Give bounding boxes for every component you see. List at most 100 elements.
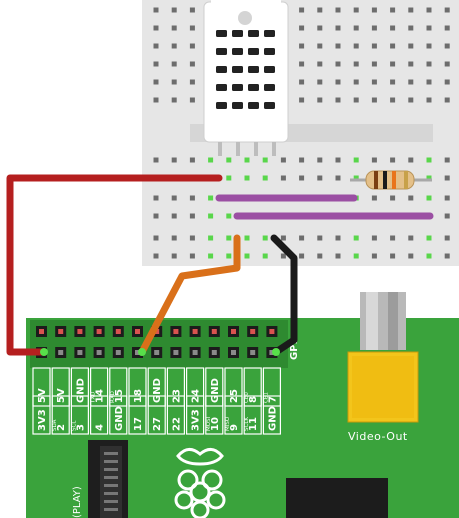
sensor-slot [264, 84, 275, 91]
breadboard-hole [189, 235, 195, 241]
pin-label: 4 [95, 424, 106, 431]
breadboard-hole [171, 43, 177, 49]
breadboard-hole [171, 79, 177, 85]
breadboard-hole [153, 213, 159, 219]
breadboard-hole [317, 157, 323, 163]
pin-label-box [205, 367, 224, 407]
breadboard-hole [299, 157, 305, 163]
sensor-slot [216, 30, 227, 37]
breadboard-hole [153, 61, 159, 67]
breadboard-hole [244, 157, 250, 163]
breadboard-hole [299, 97, 305, 103]
breadboard-hole [299, 235, 305, 241]
breadboard-hole [317, 97, 323, 103]
breadboard-hole [299, 175, 305, 181]
pin-label-box [262, 367, 281, 407]
breadboard-hole [226, 213, 232, 219]
breadboard-hole [353, 43, 359, 49]
gpio-label: GP1 [289, 337, 300, 360]
breadboard-hole [280, 235, 286, 241]
breadboard-hole [335, 25, 341, 31]
breadboard-hole [408, 235, 414, 241]
breadboard-hole [262, 175, 268, 181]
header-pin-tip [77, 329, 83, 334]
breadboard-hole [426, 157, 432, 163]
breadboard-hole [299, 7, 305, 13]
pin-label-box [70, 367, 90, 407]
video-out-label: Video-Out [348, 430, 408, 443]
breadboard [142, 0, 459, 266]
breadboard-hole [189, 79, 195, 85]
sd-contact [104, 476, 118, 479]
raspberry-logo-icon [174, 448, 226, 518]
header-pin-tip [211, 329, 217, 334]
pin-label-box [128, 367, 147, 407]
resistor-icon [350, 170, 432, 190]
breadboard-hole [335, 253, 341, 259]
sensor-slot [232, 30, 243, 37]
sd-contact [104, 452, 118, 455]
pin-label-box [51, 367, 70, 407]
breadboard-hole [353, 157, 359, 163]
breadboard-hole [371, 235, 377, 241]
breadboard-hole [280, 253, 286, 259]
breadboard-hole [153, 195, 159, 201]
pin-label-box [262, 395, 281, 435]
breadboard-hole [208, 253, 214, 259]
pin-label-box [205, 395, 224, 435]
sensor-slot [232, 48, 243, 55]
breadboard-hole [226, 175, 232, 181]
header-pin-tip [135, 329, 140, 334]
pin-label: 17 [133, 417, 144, 431]
breadboard-hole [353, 79, 359, 85]
breadboard-hole [262, 235, 268, 241]
breadboard-hole [390, 157, 396, 163]
breadboard-hole [390, 79, 396, 85]
pin-sublabel: CE1 [263, 392, 269, 403]
breadboard-hole [444, 213, 450, 219]
sensor-slot [264, 48, 275, 55]
breadboard-hole [226, 235, 232, 241]
breadboard-hole [371, 25, 377, 31]
pin-label-box [224, 395, 243, 435]
header-pin-tip [39, 329, 44, 334]
pin-label-box [89, 367, 109, 407]
breadboard-hole [444, 195, 450, 201]
breadboard-hole [208, 195, 214, 201]
breadboard-hole [408, 157, 414, 163]
pin-label-box [147, 395, 166, 435]
purple-jumpers [215, 194, 434, 220]
pin-label-box [32, 395, 51, 435]
breadboard-hole [390, 195, 396, 201]
breadboard-hole [426, 25, 432, 31]
header-pin-tip [58, 350, 64, 355]
breadboard-hole [444, 157, 450, 163]
wire-ends [40, 348, 280, 356]
breadboard-hole [371, 7, 377, 13]
breadboard-hole [335, 157, 341, 163]
pin-sublabel: TXD [91, 392, 97, 404]
breadboard-hole [426, 61, 432, 67]
sensor-slot [264, 66, 275, 73]
pin-sublabel: MOSI [206, 416, 212, 431]
breadboard-hole [171, 97, 177, 103]
breadboard-hole [390, 25, 396, 31]
breadboard-hole [189, 61, 195, 67]
rca-jack-icon [347, 292, 419, 423]
pin-sublabel: RXD [110, 391, 116, 403]
breadboard-hole [317, 253, 323, 259]
header-pin-tip [115, 329, 121, 334]
sensor-slot [232, 66, 243, 73]
breadboard-hole [390, 61, 396, 67]
breadboard-hole [335, 7, 341, 13]
breadboard-hole [208, 213, 214, 219]
sensor-slot [232, 84, 243, 91]
sensor-slot [216, 84, 227, 91]
breadboard-hole [153, 157, 159, 163]
breadboard-hole [299, 61, 305, 67]
breadboard-hole [390, 7, 396, 13]
pin-label-box [147, 367, 166, 407]
breadboard-hole [171, 253, 177, 259]
